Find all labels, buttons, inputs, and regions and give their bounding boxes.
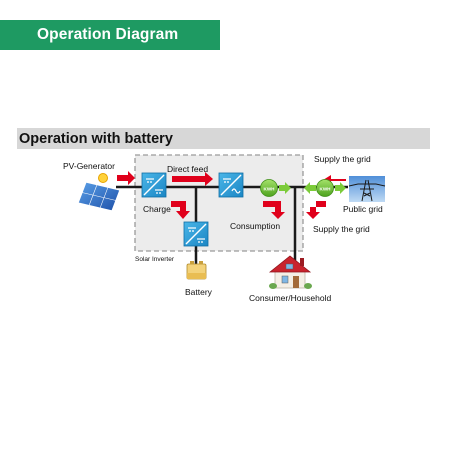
power-tower-icon [348,176,386,202]
arrow-supply-grid-bottom [306,201,326,219]
green-arrow-right [335,182,346,194]
consumer-household-label: Consumer/Household [249,293,331,303]
public-grid-label: Public grid [343,204,383,214]
arrow-charge [171,201,190,219]
header-banner: Operation Diagram [0,20,220,50]
converter-icon [141,172,167,198]
house-icon [268,255,312,289]
section-header: Operation with battery [17,128,430,149]
green-arrow-right [279,182,291,194]
arrow-consumption [263,201,285,219]
arrow-direct-feed [172,172,213,186]
battery-icon [186,261,207,280]
meter-left-label: KWH [264,186,276,191]
solar-panel-icon [77,173,121,212]
consumption-label: Consumption [230,221,280,231]
supply-grid-top-label: Supply the grid [314,154,371,164]
solar-inverter-label: Solar Inverter [135,256,175,263]
green-arrow-left [304,182,316,194]
supply-grid-bottom-label: Supply the grid [313,224,370,234]
battery-label: Battery [185,287,213,297]
direct-feed-label: Direct feed [167,164,208,174]
converter-icon [183,221,209,247]
charge-label: Charge [143,204,171,214]
energy-meter-icon: KWH [316,179,334,197]
energy-meter-icon: KWH [260,179,278,197]
pv-generator-label: PV-Generator [63,161,115,171]
section-title: Operation with battery [19,130,173,147]
arrows [117,171,346,219]
arrow-pv-input [117,171,135,185]
page-title: Operation Diagram [37,26,179,43]
converter-icon [218,172,244,198]
meter-right-label: KWH [320,186,332,191]
